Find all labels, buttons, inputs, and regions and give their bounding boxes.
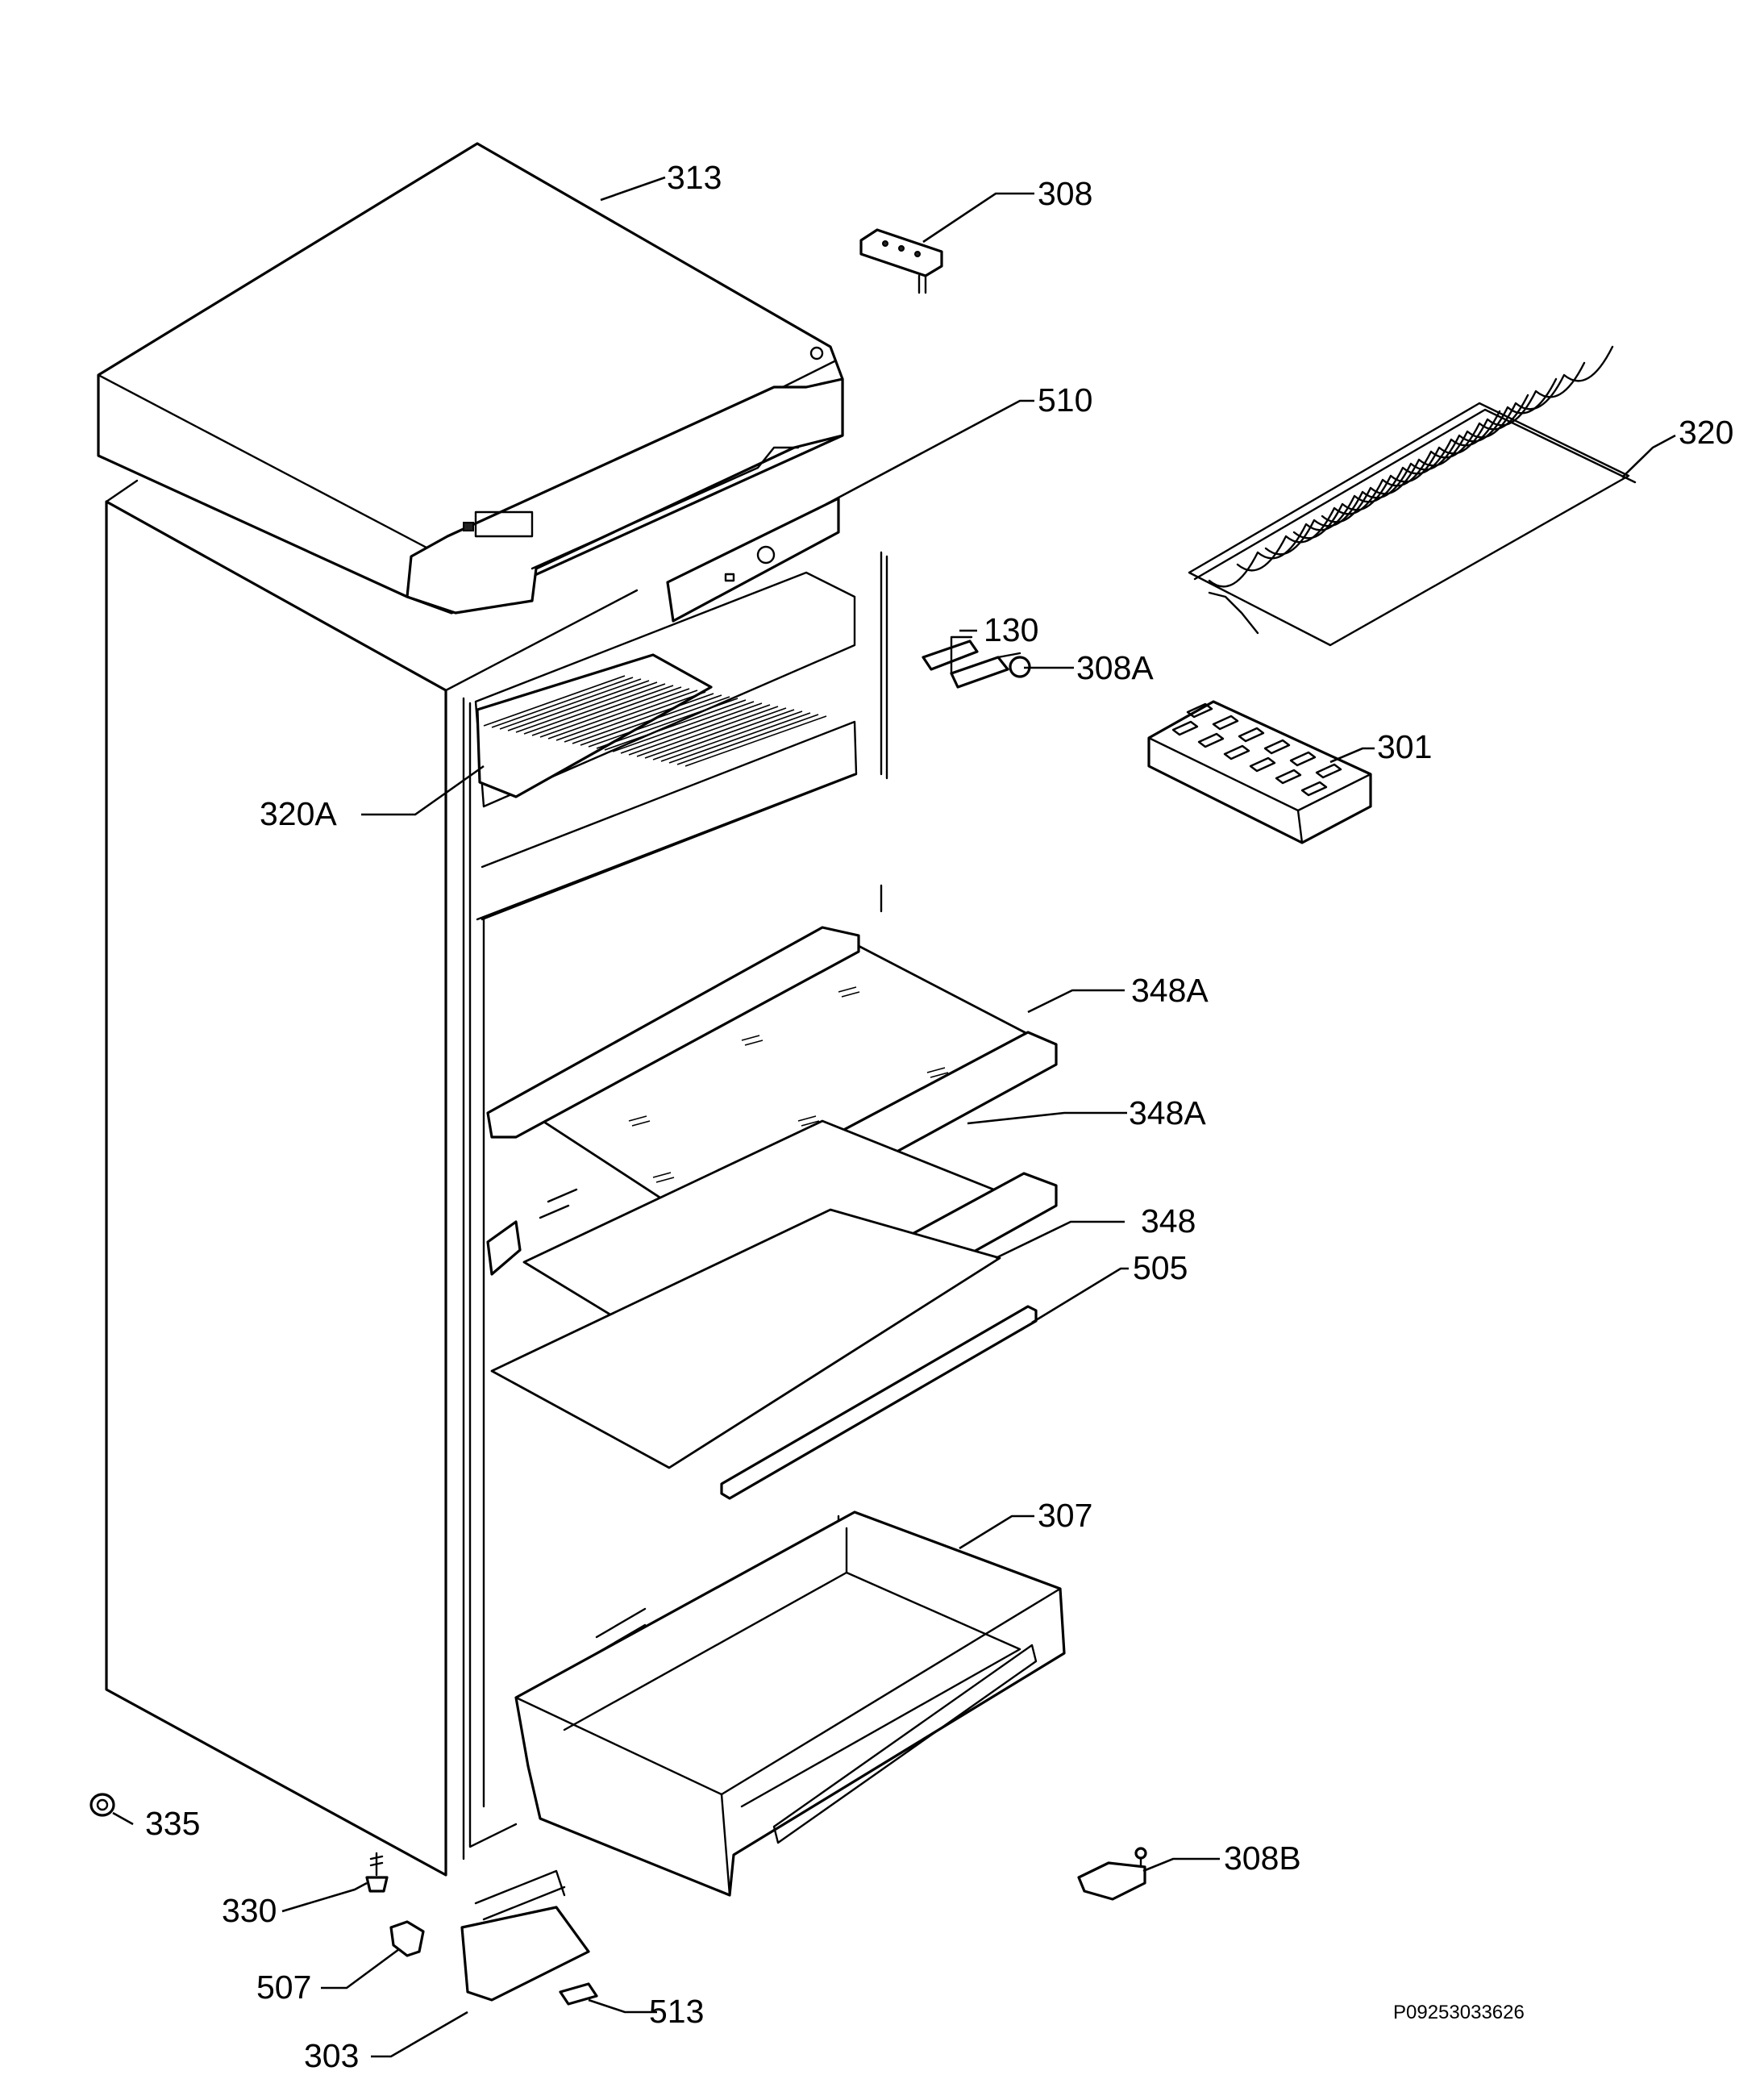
label-308B: 308B: [1224, 1840, 1301, 1877]
screw-330: [365, 1852, 389, 1893]
label-505: 505: [1133, 1249, 1188, 1286]
label-313: 313: [667, 159, 722, 196]
label-348: 348: [1141, 1202, 1196, 1240]
reference-code: P09253033626: [1393, 2002, 1525, 2023]
label-308A: 308A: [1076, 649, 1154, 686]
label-303: 303: [304, 2037, 359, 2074]
hinge-130-308A: [922, 635, 1031, 689]
glass-shelf-348: [490, 1208, 1001, 1469]
label-330: 330: [222, 1892, 277, 1929]
control-panel-510: [666, 497, 840, 623]
wine-rack-320: [1188, 345, 1637, 647]
label-348A-2: 348A: [1129, 1094, 1206, 1131]
part-labels: 313 308 510 320 130 308A 301 320A 348A 3…: [145, 159, 1733, 2074]
clip-507: [389, 1920, 425, 1957]
kick-plate-303: [460, 1869, 590, 2002]
foot-335: [89, 1793, 115, 1817]
label-308: 308: [1038, 175, 1092, 212]
label-130: 130: [984, 611, 1038, 648]
label-507: 507: [256, 1969, 311, 2006]
label-301: 301: [1377, 728, 1432, 765]
cabinet-body: [105, 479, 888, 1877]
ice-tray-301: [1147, 700, 1372, 844]
cap-513: [559, 1982, 598, 2006]
label-320A: 320A: [260, 795, 337, 832]
crisper-drawer-307: [514, 1510, 1066, 1897]
top-cover-313: [97, 142, 844, 615]
label-510: 510: [1038, 381, 1092, 419]
hinge-308: [859, 228, 943, 294]
label-348A-1: 348A: [1131, 972, 1209, 1009]
hinge-308B: [1077, 1847, 1147, 1901]
leader-lines: [112, 176, 1676, 2058]
label-307: 307: [1038, 1497, 1092, 1534]
freezer-grille-320A: [476, 653, 827, 798]
label-320: 320: [1679, 414, 1733, 451]
label-513: 513: [649, 1993, 704, 2030]
label-335: 335: [145, 1805, 200, 1842]
